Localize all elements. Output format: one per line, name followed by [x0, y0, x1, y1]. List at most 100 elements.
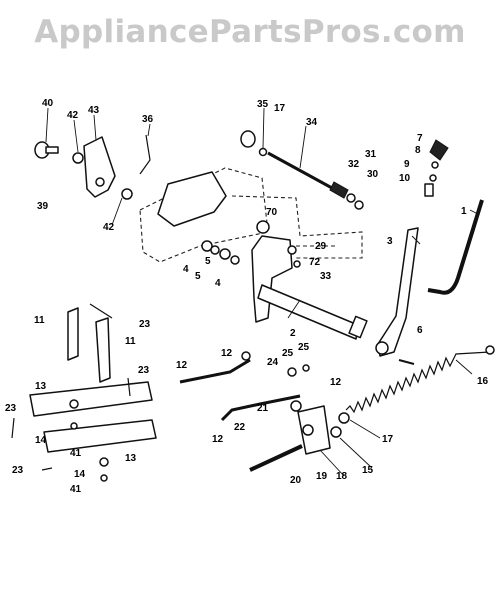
callout-39: 39 — [37, 201, 49, 212]
lever-part-3 — [377, 227, 419, 357]
callout-25a: 25 — [282, 348, 294, 359]
bracket-part — [157, 171, 227, 227]
callout-4b: 4 — [215, 278, 221, 289]
callout-30: 30 — [367, 169, 379, 180]
spring-part-16 — [345, 351, 491, 414]
callout-labels: 1 2 3 4 4 5 5 6 7 8 9 10 11 11 12 12 12 … — [5, 98, 489, 495]
clip-part-41b — [100, 474, 108, 482]
pin-part-6 — [398, 359, 415, 365]
callout-15: 15 — [362, 465, 374, 476]
bolt-part-20 — [249, 444, 303, 472]
callout-34: 34 — [306, 117, 318, 128]
callout-4a: 4 — [183, 264, 189, 275]
washer-part-5b — [219, 248, 231, 260]
pin-part-23b — [41, 467, 53, 471]
clip-part-25 — [302, 364, 310, 372]
callout-24: 24 — [267, 357, 279, 368]
bushing-part-24 — [287, 367, 297, 377]
part-10 — [424, 183, 434, 197]
bracket-part-18 — [297, 405, 331, 455]
washer-part-42b — [121, 188, 133, 200]
washer-part-17 — [258, 147, 268, 157]
callout-32: 32 — [348, 159, 360, 170]
callout-41b: 41 — [70, 484, 82, 495]
spring-part-32 — [329, 181, 349, 199]
spring-hook-part-16 — [485, 345, 495, 355]
pin-part-14b — [99, 457, 109, 467]
callout-12d: 12 — [212, 434, 224, 445]
callout-42a: 42 — [67, 110, 79, 121]
pin-part-14 — [69, 399, 79, 409]
clip-part-12 — [241, 351, 251, 361]
callout-41a: 41 — [70, 448, 82, 459]
lever-hub-part-3 — [375, 341, 389, 355]
callout-17b: 17 — [382, 434, 394, 445]
callout-18: 18 — [336, 471, 348, 482]
callout-70: 70 — [266, 207, 278, 218]
callout-6: 6 — [417, 325, 423, 336]
callout-23b: 23 — [138, 365, 150, 376]
hole-part-43 — [95, 177, 105, 187]
knob-part-7 — [429, 139, 449, 161]
arm-part-13 — [29, 381, 153, 417]
callout-13b: 13 — [125, 453, 137, 464]
callout-1: 1 — [461, 206, 467, 217]
part-8 — [431, 161, 439, 169]
callout-35: 35 — [257, 99, 269, 110]
pin-part-72 — [293, 260, 301, 268]
callout-42b: 42 — [103, 222, 115, 233]
callout-11b: 11 — [125, 336, 136, 347]
rod-part-36 — [139, 134, 151, 175]
washer-part-42 — [72, 152, 84, 164]
callout-19: 19 — [316, 471, 328, 482]
washer-part-4 — [201, 240, 213, 252]
pivot-bracket-part-2 — [251, 235, 293, 323]
link-part-11 — [67, 307, 79, 361]
link-part-11b — [95, 317, 111, 383]
part-21 — [290, 400, 302, 412]
pin-part-23c — [127, 377, 131, 397]
callout-22: 22 — [234, 422, 246, 433]
plate-part-43 — [83, 136, 116, 198]
callout-17a: 17 — [274, 103, 286, 114]
leader-lines — [45, 107, 479, 477]
nut-part-30 — [354, 200, 364, 210]
callout-21: 21 — [257, 403, 269, 414]
callout-9: 9 — [404, 159, 410, 170]
callout-14a: 14 — [35, 435, 47, 446]
washer-part-5 — [210, 245, 220, 255]
callout-20: 20 — [290, 475, 302, 486]
rod-part-12a — [179, 358, 251, 384]
shaft-part-2 — [257, 284, 359, 340]
pin-part-23d — [89, 303, 113, 319]
rod-part-34 — [267, 151, 333, 190]
washer-part-4b — [230, 255, 240, 265]
washer-part-17b — [338, 412, 350, 424]
callout-12c: 12 — [330, 377, 342, 388]
part-19 — [302, 424, 314, 436]
callout-5b: 5 — [205, 256, 211, 267]
callout-23d: 23 — [12, 465, 24, 476]
callout-13a: 13 — [35, 381, 47, 392]
knob-part-40 — [34, 141, 59, 159]
cap-part-35 — [240, 130, 256, 148]
watermark: AppliancePartsPros.com — [34, 14, 466, 50]
callout-33: 33 — [320, 271, 332, 282]
callout-11a: 11 — [34, 315, 45, 326]
callout-16: 16 — [477, 376, 489, 387]
callout-3: 3 — [387, 236, 393, 247]
clip-part-41 — [70, 422, 78, 430]
rod-part-22 — [220, 394, 301, 422]
callout-23c: 23 — [5, 403, 17, 414]
shaft-end-part-2 — [348, 315, 368, 339]
washer-part-70 — [256, 220, 270, 234]
callout-8: 8 — [415, 145, 421, 156]
frame-outline — [139, 167, 269, 263]
callout-31: 31 — [365, 149, 377, 160]
callout-23a: 23 — [139, 319, 151, 330]
callout-5a: 5 — [195, 271, 201, 282]
callout-14b: 14 — [74, 469, 86, 480]
rod-part-1 — [427, 199, 484, 295]
